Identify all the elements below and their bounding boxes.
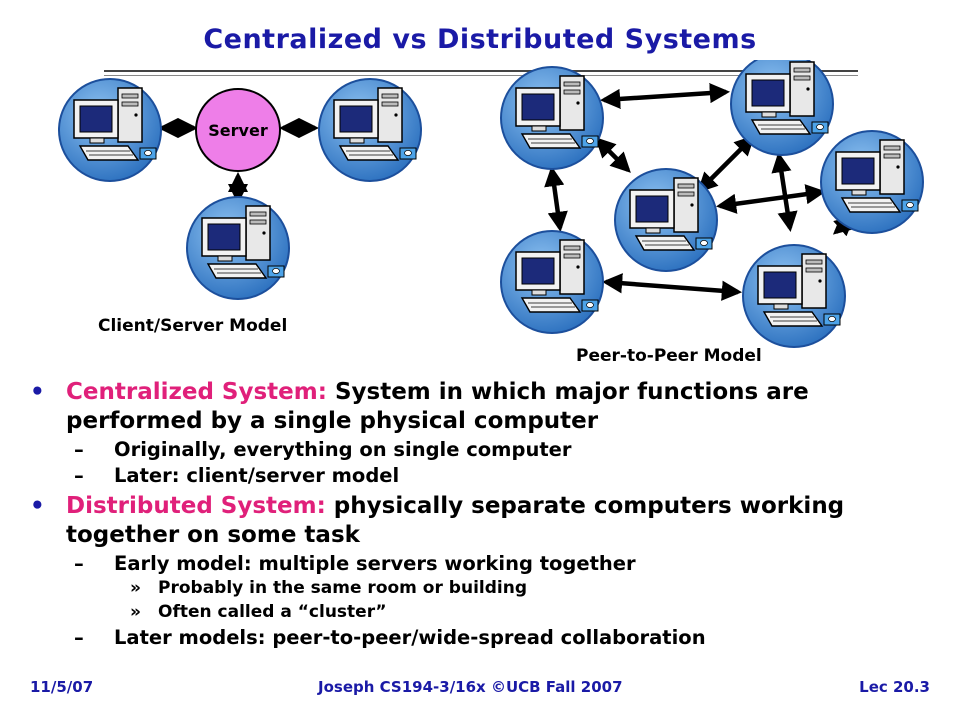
footer-lecture: Lec 20.3 — [859, 678, 930, 696]
bullet-distributed: • Distributed System: physically separat… — [30, 492, 940, 550]
sub-bullet: – Originally, everything on single compu… — [74, 438, 572, 461]
sub-bullet-text: Later models: peer-to-peer/wide-spread c… — [114, 626, 706, 649]
sub-sub-bullet-text: Probably in the same room or building — [158, 578, 527, 598]
peer-computer-top-left — [500, 66, 604, 170]
peer-computer-right — [820, 130, 924, 234]
bullet-list: • Centralized System: System in which ma… — [30, 378, 940, 650]
server-node: Server — [195, 88, 281, 172]
peer-computer-center — [614, 168, 718, 272]
bullet-dot: • — [30, 379, 45, 405]
sub-sub-bullet: » Probably in the same room or building — [130, 578, 527, 598]
client-computer-bottom — [186, 196, 290, 300]
title-rule-thin — [104, 75, 858, 76]
sub-bullet-text: Early model: multiple servers working to… — [114, 552, 636, 575]
sub-bullet: – Later: client/server model — [74, 464, 400, 487]
network-diagram: Server — [58, 60, 924, 348]
client-server-caption: Client/Server Model — [98, 316, 288, 336]
bullet-text: System in which major functions are perf… — [66, 379, 809, 434]
bullet-term: Centralized System: — [66, 379, 327, 405]
bullet-text: physically separate computers working to… — [66, 493, 845, 548]
server-label: Server — [208, 121, 268, 140]
sub-bullet-text: Later: client/server model — [114, 464, 400, 487]
client-computer-left — [58, 78, 162, 182]
footer-date: 11/5/07 — [30, 678, 94, 696]
peer-computer-bottom-right — [742, 244, 846, 348]
sub-sub-bullet-text: Often called a “cluster” — [158, 602, 387, 622]
p2p-caption: Peer-to-Peer Model — [576, 346, 762, 366]
peer-computer-top-right — [730, 60, 834, 156]
sub-bullet: – Later models: peer-to-peer/wide-spread… — [74, 626, 706, 649]
slide-title: Centralized vs Distributed Systems — [203, 24, 757, 55]
footer-course: Joseph CS194-3/16x ©UCB Fall 2007 — [318, 678, 623, 696]
title-rule — [104, 70, 858, 72]
bullet-dot: • — [30, 493, 45, 519]
sub-bullet: – Early model: multiple servers working … — [74, 552, 636, 575]
client-computer-right — [318, 78, 422, 182]
sub-bullet-text: Originally, everything on single compute… — [114, 438, 572, 461]
bullet-term: Distributed System: — [66, 493, 326, 519]
peer-computer-bottom-left — [500, 230, 604, 334]
bullet-centralized: • Centralized System: System in which ma… — [30, 378, 940, 436]
sub-sub-bullet: » Often called a “cluster” — [130, 602, 387, 622]
